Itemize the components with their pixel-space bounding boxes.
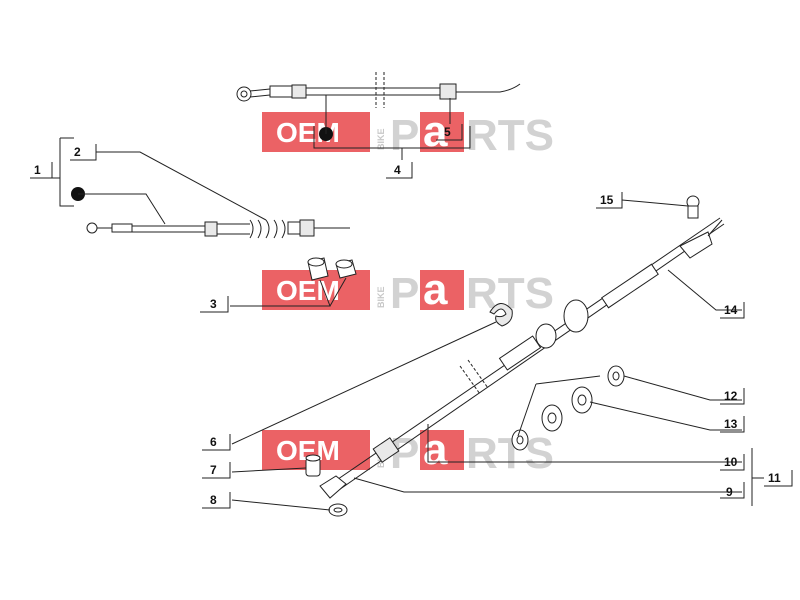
svg-text:RTS: RTS: [466, 429, 554, 478]
part-8: [328, 503, 348, 517]
cable-main: [319, 195, 725, 499]
part-13-bushings: [541, 386, 593, 432]
svg-text:P: P: [390, 269, 419, 318]
callout-11[interactable]: 11: [764, 470, 793, 487]
svg-text:14: 14: [724, 303, 738, 317]
callout-lines-main: [231, 199, 764, 511]
callout-1[interactable]: 1: [30, 162, 53, 179]
svg-text:9: 9: [726, 485, 733, 499]
cable-top: [236, 72, 521, 141]
svg-text:a: a: [423, 425, 448, 474]
svg-text:13: 13: [724, 417, 738, 431]
callout-lines-left: [30, 137, 267, 225]
callout-2[interactable]: 2: [70, 144, 97, 161]
callout-5[interactable]: 5: [436, 124, 463, 141]
svg-text:10: 10: [724, 455, 738, 469]
callout-9[interactable]: 9: [720, 482, 745, 499]
callout-15[interactable]: 15: [596, 192, 623, 209]
svg-text:11: 11: [768, 471, 781, 485]
svg-text:2: 2: [74, 145, 81, 159]
callout-3[interactable]: 3: [200, 296, 229, 313]
callout-lines-top: [313, 95, 471, 160]
callout-13[interactable]: 13: [720, 416, 745, 433]
svg-text:7: 7: [210, 463, 217, 477]
svg-text:1: 1: [34, 163, 41, 177]
svg-text:OEM: OEM: [276, 275, 340, 306]
svg-text:8: 8: [210, 493, 217, 507]
callout-6[interactable]: 6: [202, 434, 231, 451]
svg-text:RTS: RTS: [466, 111, 554, 160]
callout-4[interactable]: 4: [386, 162, 413, 179]
svg-text:4: 4: [394, 163, 401, 177]
callout-14[interactable]: 14: [720, 302, 745, 319]
part-6-clip: [489, 303, 513, 327]
part-7: [305, 454, 321, 477]
part-3-ferrules: [230, 257, 357, 307]
svg-text:P: P: [390, 111, 419, 160]
svg-text:15: 15: [600, 193, 614, 207]
svg-text:BIKE: BIKE: [376, 286, 386, 308]
callout-8[interactable]: 8: [202, 492, 231, 509]
svg-text:BIKE: BIKE: [376, 128, 386, 150]
callout-10[interactable]: 10: [720, 454, 745, 471]
callout-12[interactable]: 12: [720, 388, 745, 405]
cable-left: [71, 187, 350, 239]
svg-text:12: 12: [724, 389, 738, 403]
svg-text:a: a: [423, 265, 448, 314]
watermark-1: OEM BIKE P a RTS: [262, 107, 554, 160]
svg-text:3: 3: [210, 297, 217, 311]
svg-text:5: 5: [444, 125, 451, 139]
part-10-washer: [511, 429, 529, 451]
watermark-2: OEM BIKE P a RTS: [262, 265, 554, 318]
svg-text:6: 6: [210, 435, 217, 449]
part-12-washer: [607, 365, 625, 387]
callout-7[interactable]: 7: [202, 462, 231, 479]
